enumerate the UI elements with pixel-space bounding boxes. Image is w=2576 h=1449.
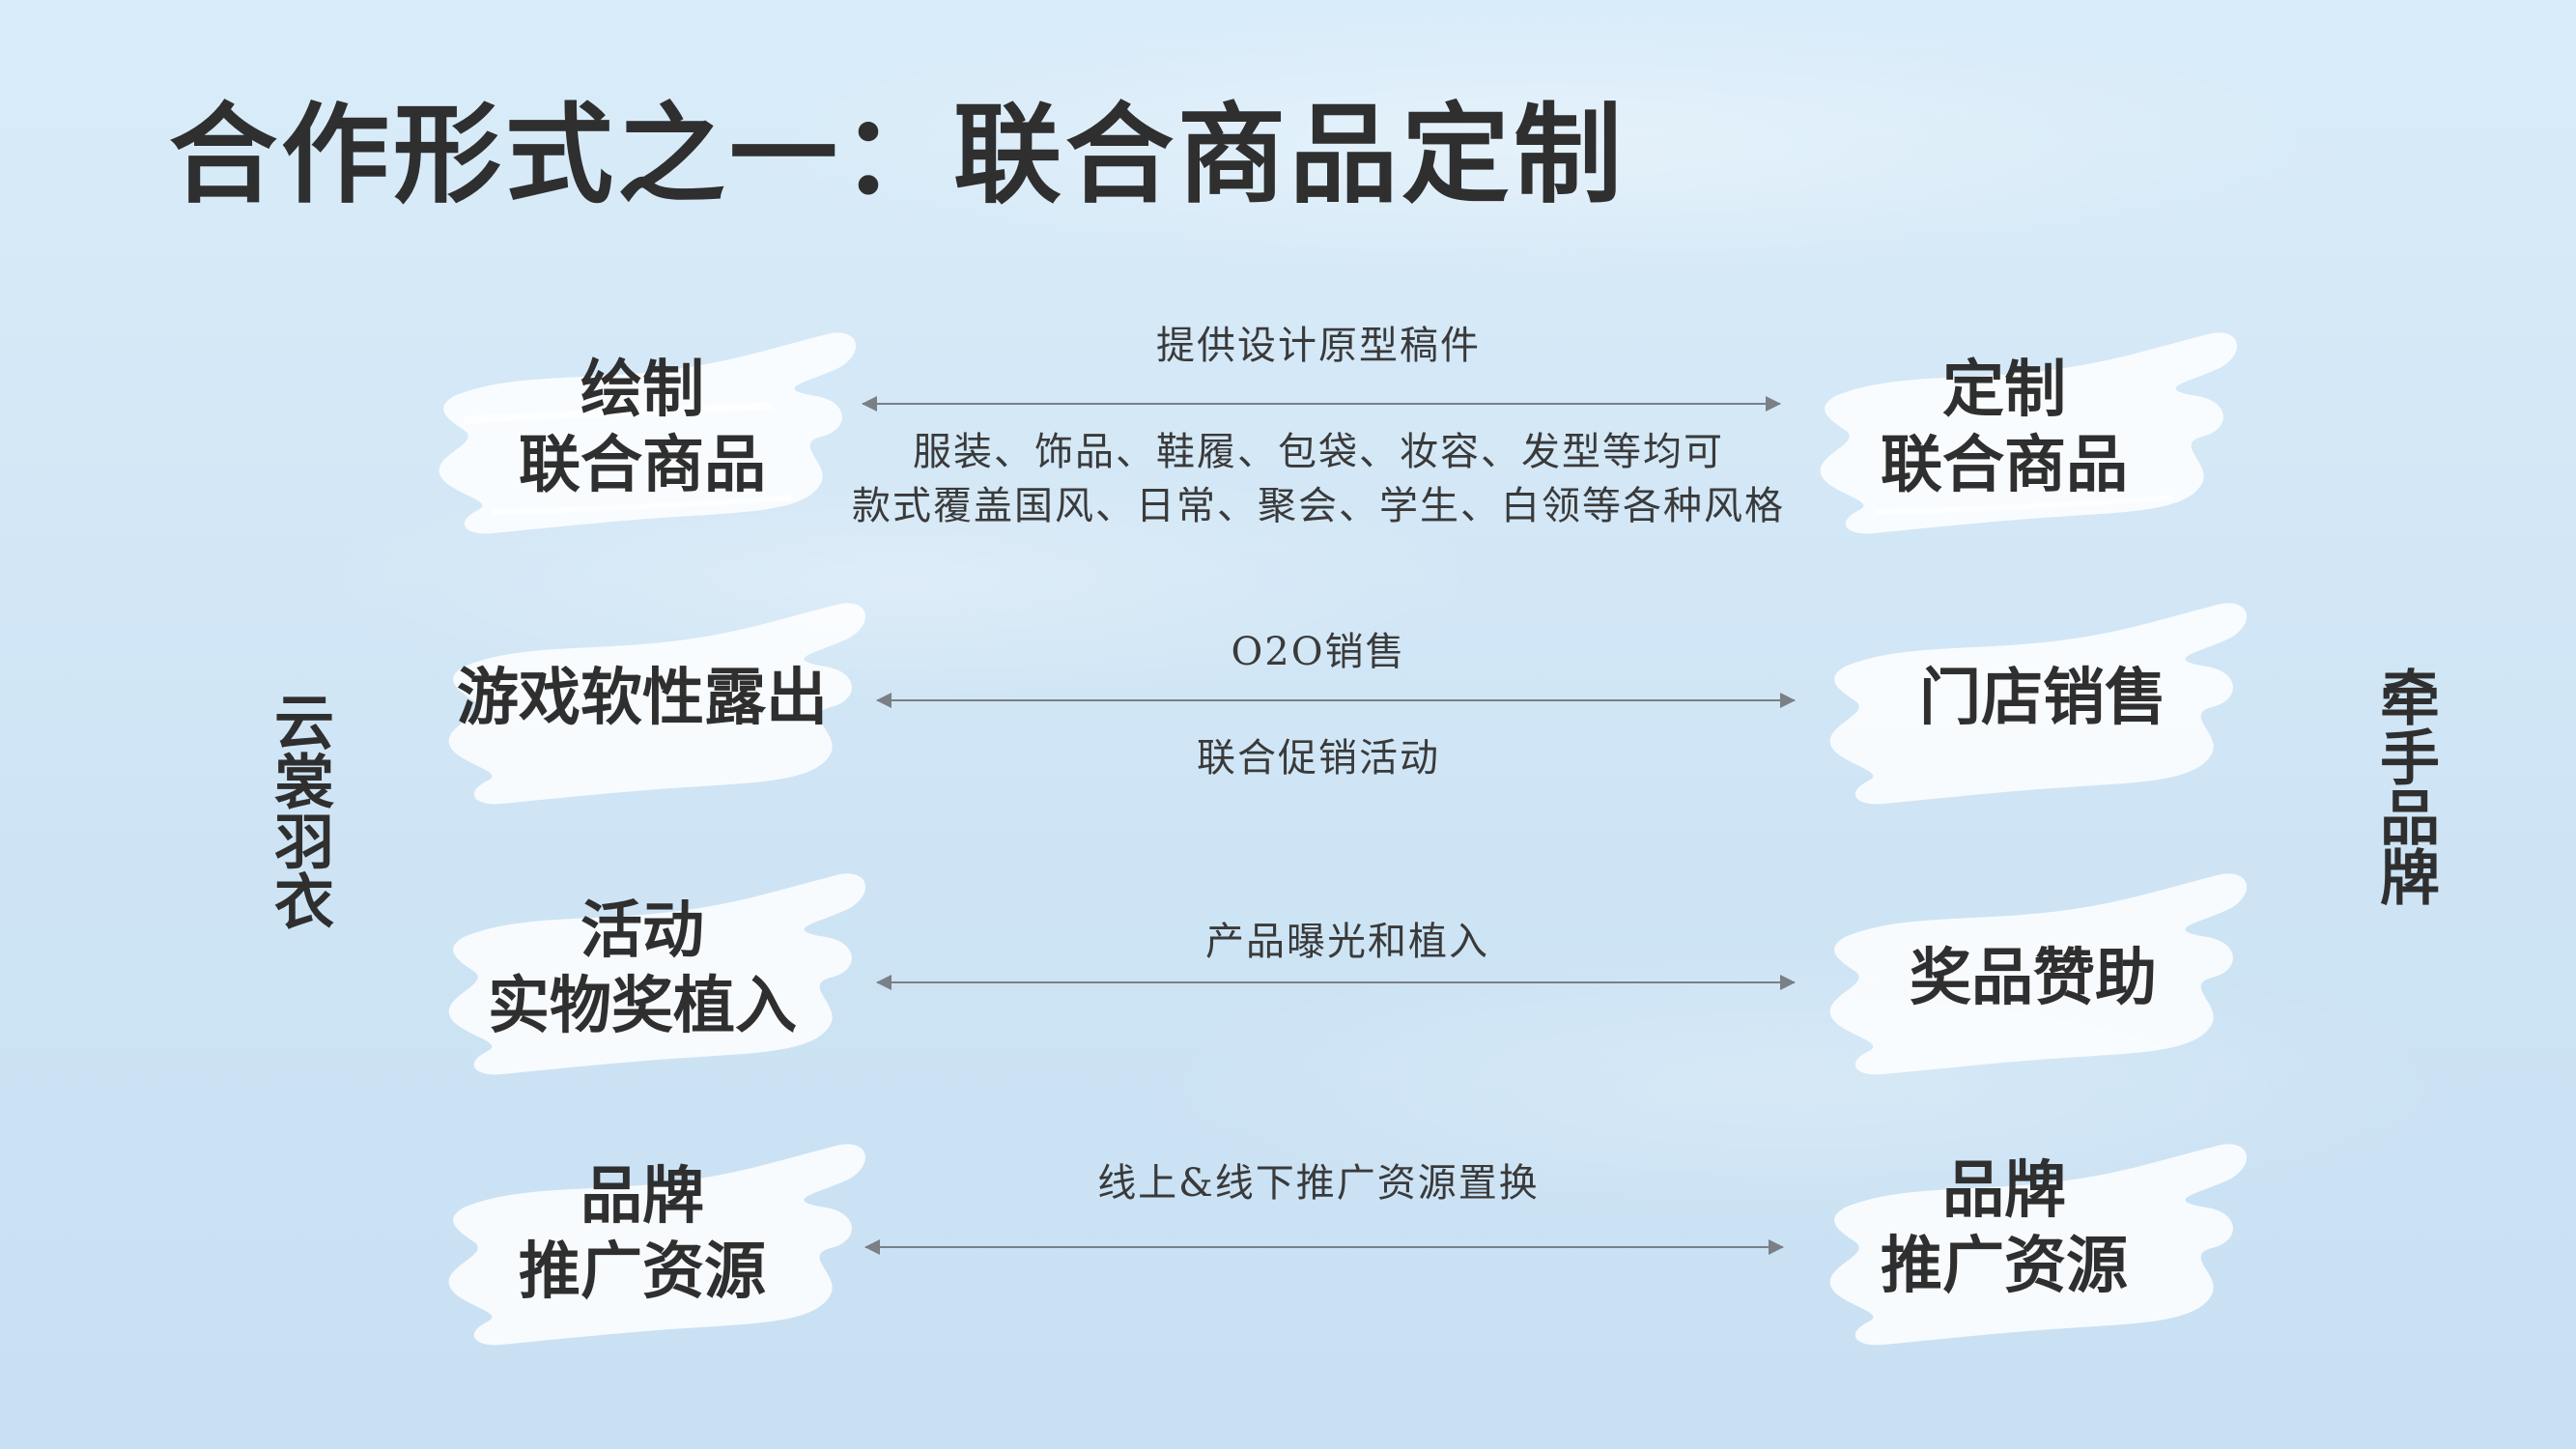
row1-left-box: 绘制 联合商品 — [444, 353, 840, 503]
row1-right-line1: 定制 — [1942, 354, 2066, 426]
row2-double-arrow — [876, 693, 1796, 708]
row1-bottom-line1: 服装、饰品、鞋履、包袋、妆容、发型等均可 — [913, 430, 1724, 474]
row1-bottom-text: 服装、饰品、鞋履、包袋、妆容、发型等均可 款式覆盖国风、日常、聚会、学生、白领等… — [831, 425, 1806, 533]
row4-left-line1: 品牌 — [580, 1160, 704, 1233]
row3-left-line1: 活动 — [580, 895, 704, 967]
row1-top-text: 提供设计原型稿件 — [1156, 324, 1481, 368]
row3-left-box: 活动 实物奖植入 — [444, 894, 840, 1044]
row4-left-line2: 推广资源 — [519, 1236, 766, 1308]
row2-top-text: O2O销售 — [1231, 630, 1406, 674]
right-side-label: 牵手品牌 — [2369, 667, 2440, 906]
row1-double-arrow — [862, 396, 1781, 412]
row2-left-line1: 游戏软性露出 — [457, 662, 828, 734]
row4-right-line2: 推广资源 — [1881, 1230, 2128, 1302]
row1-left-line1: 绘制 — [580, 354, 704, 426]
row2-right-line1: 门店销售 — [1919, 662, 2166, 734]
row4-right-line1: 品牌 — [1942, 1154, 2066, 1227]
row3-top-text: 产品曝光和植入 — [1205, 920, 1489, 964]
row4-top-text: 线上&线下推广资源置换 — [1097, 1161, 1540, 1206]
row2-bottom-text: 联合促销活动 — [1197, 736, 1440, 781]
row3-right-line1: 奖品赞助 — [1910, 942, 2157, 1014]
left-side-label: 云裳羽衣 — [264, 691, 334, 930]
row4-left-box: 品牌 推广资源 — [444, 1159, 840, 1310]
row3-double-arrow — [876, 975, 1796, 990]
page-title: 合作形式之一：联合商品定制 — [169, 92, 1626, 218]
row4-double-arrow — [864, 1239, 1784, 1255]
row1-right-line2: 联合商品 — [1881, 429, 2128, 501]
row1-bottom-line2: 款式覆盖国风、日常、聚会、学生、白领等各种风格 — [852, 484, 1785, 528]
row2-right-box: 门店销售 — [1840, 661, 2246, 736]
row3-right-box: 奖品赞助 — [1830, 941, 2236, 1016]
row1-left-line2: 联合商品 — [519, 429, 766, 501]
row3-left-line2: 实物奖植入 — [488, 970, 797, 1042]
row4-right-box: 品牌 推广资源 — [1806, 1153, 2202, 1304]
row1-right-box: 定制 联合商品 — [1806, 353, 2202, 503]
row2-left-box: 游戏软性露出 — [439, 661, 845, 736]
